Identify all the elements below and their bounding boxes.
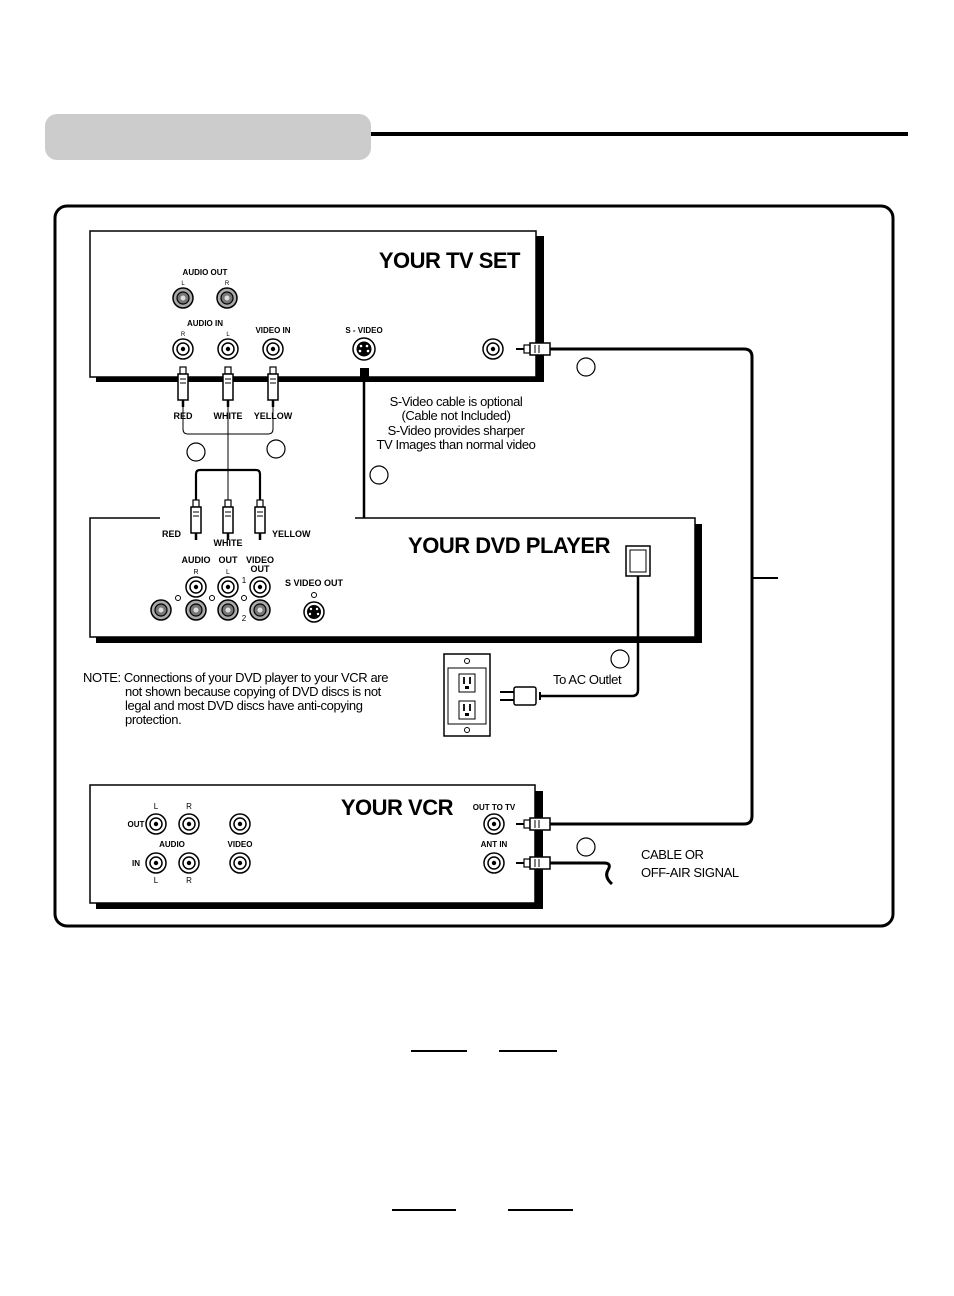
dvd-coax-jack — [150, 599, 172, 621]
vcr-out-to-tv-jack — [483, 813, 505, 835]
tv-video-in-jack — [262, 338, 284, 360]
vcr-in-label: IN — [132, 859, 140, 868]
tv-panel — [89, 230, 537, 378]
vcr-audio-label: AUDIO — [159, 840, 185, 849]
yellow-plug-tv — [266, 365, 280, 409]
dvd-num-1: 1 — [242, 576, 247, 585]
tv-audio-in-r: R — [181, 332, 186, 338]
tv-s-video-jack — [352, 337, 376, 361]
vcr-ant-in-jack — [483, 852, 505, 874]
signal-label-line-2: OFF-AIR SIGNAL — [641, 865, 739, 880]
tv-ant-in-jack — [482, 338, 504, 360]
dvd-audio-l-jack — [217, 576, 239, 598]
callout-circle-b — [266, 439, 286, 459]
vcr-video-in-jack — [229, 852, 251, 874]
dvd-video-out-2-jack — [249, 599, 271, 621]
vcr-video-out-jack — [229, 813, 251, 835]
section-header — [45, 114, 908, 160]
vcr-audio-out-l-jack — [145, 813, 167, 835]
dvd-s-video-out-label: S VIDEO OUT — [285, 578, 344, 588]
vcr-audio-out-r-jack — [178, 813, 200, 835]
rf-cable — [515, 342, 778, 831]
dvd-audio-l2-jack — [217, 599, 239, 621]
callout-circle-d — [610, 649, 630, 669]
red-plug-tv — [176, 365, 190, 409]
tv-audio-out-r-jack — [216, 287, 238, 309]
tv-audio-out-r: R — [225, 281, 230, 287]
dvd-title: YOUR DVD PLAYER — [408, 533, 611, 558]
blank-underlines — [392, 1050, 573, 1211]
dvd-video-out-1-jack — [249, 576, 271, 598]
tv-audio-in-l-jack — [217, 338, 239, 360]
white-label-dvd: WHITE — [214, 538, 243, 548]
dvd-num-2: 2 — [242, 614, 247, 623]
dvd-s-video-jack — [303, 601, 325, 623]
vcr-out-l: L — [154, 802, 159, 811]
white-plug-tv — [221, 365, 235, 409]
header-tab — [45, 114, 371, 160]
vcr-ant-in-label: ANT IN — [481, 840, 508, 849]
callout-circle-c — [369, 465, 389, 485]
wall-outlet — [443, 653, 491, 737]
diagram-frame — [53, 204, 895, 928]
note-line-1: NOTE: Connections of your DVD player to … — [83, 670, 388, 685]
vcr-audio-in-r-jack — [178, 852, 200, 874]
signal-cable — [515, 856, 614, 886]
av-cable — [182, 407, 274, 500]
s-video-note: S-Video cable is optional (Cable not Inc… — [376, 394, 536, 452]
signal-label-line-1: CABLE OR — [641, 847, 704, 862]
note-line-2: not shown because copying of DVD discs i… — [125, 684, 382, 699]
note-line-4: protection. — [125, 712, 181, 727]
vcr-panel — [89, 784, 536, 904]
dvd-player-panel: YOUR DVD PLAYER AUDIO OUT VIDEO OUT R L … — [89, 514, 702, 643]
vcr-audio-in-l-jack — [145, 852, 167, 874]
vcr-out-r: R — [186, 802, 192, 811]
callout-circle-a — [186, 442, 206, 462]
dvd-power-socket — [625, 545, 651, 577]
s-video-note-line-3: S-Video provides sharper — [388, 423, 526, 438]
tv-audio-out-l: L — [181, 281, 185, 287]
dvd-audio-label: AUDIO — [182, 555, 211, 565]
s-video-note-line-2: (Cable not Included) — [401, 408, 510, 423]
s-video-note-line-1: S-Video cable is optional — [390, 394, 523, 409]
vcr-panel: YOUR VCR L R OUT AUDIO VIDEO IN L R OUT … — [89, 784, 543, 909]
tv-s-video-label: S - VIDEO — [345, 326, 382, 335]
dvd-audio-r-jack — [185, 576, 207, 598]
dvd-video-out-label-1: VIDEO — [246, 555, 274, 565]
tv-audio-in-l: L — [226, 332, 230, 338]
tv-audio-out-label: AUDIO OUT — [183, 268, 228, 277]
tv-set-panel: YOUR TV SET AUDIO OUT L R AUDIO IN R L V… — [89, 230, 544, 382]
dvd-audio-r2-jack — [185, 599, 207, 621]
yellow-label-dvd: YELLOW — [272, 529, 311, 539]
dvd-audio-l: L — [226, 569, 230, 576]
vcr-video-label: VIDEO — [228, 840, 253, 849]
vcr-out-label: OUT — [128, 820, 145, 829]
power-cord — [500, 576, 640, 706]
tv-video-in-label: VIDEO IN — [255, 326, 290, 335]
tv-audio-in-label: AUDIO IN — [187, 319, 223, 328]
red-label-dvd: RED — [162, 529, 182, 539]
vcr-in-l: L — [154, 876, 159, 885]
vcr-out-to-tv-label: OUT TO TV — [473, 803, 516, 812]
callout-circle-e — [576, 357, 596, 377]
dvd-video-out-label-2: OUT — [251, 564, 271, 574]
vcr-note: NOTE: Connections of your DVD player to … — [83, 670, 389, 727]
vcr-in-r: R — [186, 876, 192, 885]
vcr-title: YOUR VCR — [341, 795, 454, 820]
note-line-3: legal and most DVD discs have anti-copyi… — [125, 698, 363, 713]
tv-title: YOUR TV SET — [379, 248, 521, 273]
s-video-note-line-4: TV Images than normal video — [376, 437, 535, 452]
callout-circle-f — [576, 837, 596, 857]
dvd-audio-r: R — [193, 569, 198, 576]
tv-audio-out-l-jack — [172, 287, 194, 309]
dvd-out-label: OUT — [219, 555, 239, 565]
ac-outlet-label: To AC Outlet — [553, 672, 622, 687]
tv-audio-in-r-jack — [172, 338, 194, 360]
